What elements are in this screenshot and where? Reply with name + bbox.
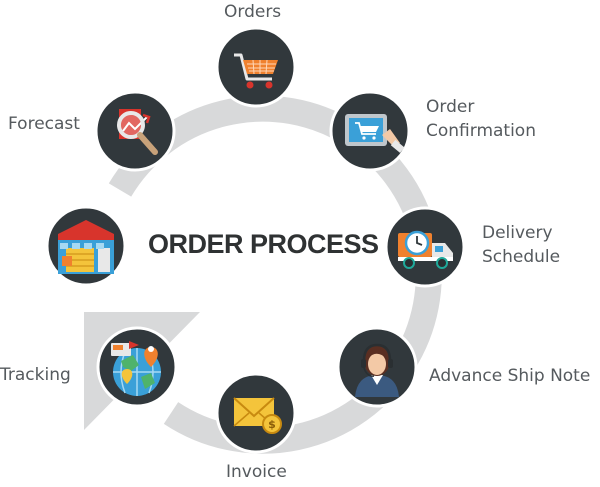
label-invoice: Invoice bbox=[226, 460, 287, 484]
label-line: Orders bbox=[224, 2, 282, 22]
label-line: Tracking bbox=[0, 365, 71, 385]
envelope-coin-icon: $ bbox=[233, 397, 282, 434]
label-delivery-schedule: Delivery Schedule bbox=[482, 221, 560, 269]
label-order-confirmation: Order Confirmation bbox=[426, 95, 536, 143]
label-line: Advance Ship Note bbox=[429, 366, 591, 386]
label-advance-ship-note: Advance Ship Note bbox=[429, 364, 590, 388]
label-line: Invoice bbox=[226, 462, 287, 482]
label-line: Forecast bbox=[8, 114, 80, 134]
step-advance-ship-note bbox=[336, 326, 418, 408]
step-orders bbox=[215, 26, 297, 108]
support-agent-icon bbox=[355, 343, 399, 397]
label-line: Schedule bbox=[482, 247, 561, 267]
label-orders: Orders bbox=[224, 0, 281, 24]
step-delivery-schedule bbox=[384, 206, 466, 288]
shopping-cart-icon bbox=[234, 53, 278, 89]
step-order-confirmation bbox=[329, 90, 411, 172]
tablet-cart-icon bbox=[345, 114, 405, 153]
diagram-title: ORDER PROCESS bbox=[148, 229, 379, 259]
step-forecast bbox=[94, 90, 176, 172]
step-warehouse bbox=[45, 205, 127, 287]
label-line: Order bbox=[426, 97, 475, 117]
magnifier-chart-icon bbox=[117, 109, 158, 155]
label-line: Delivery bbox=[482, 223, 553, 243]
step-invoice: $ bbox=[215, 372, 297, 454]
label-tracking: Tracking bbox=[0, 363, 71, 387]
step-tracking bbox=[96, 326, 178, 408]
svg-text:$: $ bbox=[268, 418, 276, 431]
warehouse-icon bbox=[58, 220, 114, 274]
label-forecast: Forecast bbox=[8, 112, 80, 136]
delivery-truck-clock-icon bbox=[398, 230, 453, 269]
label-line: Confirmation bbox=[426, 121, 536, 141]
globe-location-icon bbox=[111, 341, 161, 396]
